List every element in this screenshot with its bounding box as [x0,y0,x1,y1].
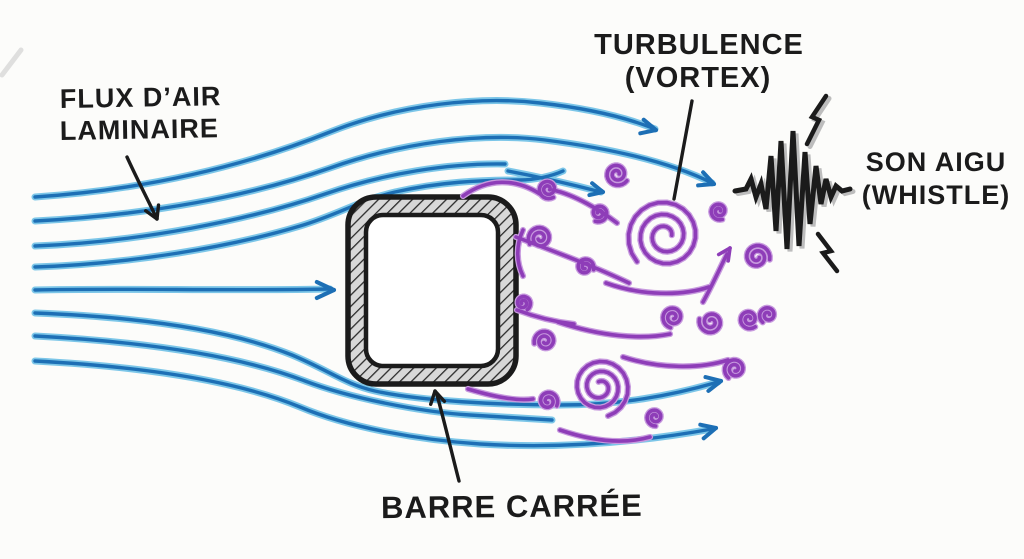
label-turbulence-line2: (VORTEX) [625,62,772,94]
arrowhead [706,379,723,393]
vortex-swirl [697,312,723,335]
vortex-swirl [745,243,772,268]
square-bar-inner-cavity [363,212,501,369]
arrowhead [698,422,718,430]
streamline [506,169,603,194]
arrowheads [144,117,732,441]
label-sound-line2: (WHISTLE) [862,180,1010,210]
vortex-swirl [461,180,542,198]
arrowhead [701,170,716,186]
corner-sketch-mark [0,47,24,78]
square-bar-pointer-arrow [435,393,461,483]
vortex-swirl [537,179,557,201]
arrowhead [701,426,718,441]
label-turbulence-line1: TURBULENCE [594,29,804,61]
vortex-swirl [466,387,535,402]
streamline [33,98,657,199]
arrowhead [590,181,605,194]
sound-waveform [732,93,856,274]
waveform-line [732,130,853,250]
vortex-swirl [604,281,711,296]
vortex-swirl [576,257,596,275]
streamline [33,334,554,422]
vortex-swirl [514,235,631,285]
vortex-swirl [621,355,730,369]
arrowhead [641,117,658,132]
labels: FLUX D’AIR LAMINAIRE TURBULENCE (VORTEX)… [60,29,1010,525]
arrowhead [314,288,336,300]
vortex-swirl [558,428,652,443]
vortex-swirl [526,225,551,248]
vortex-swirl [626,200,698,266]
vortex-swirl [722,358,745,380]
label-square-bar: BARRE CARRÉE [381,488,643,525]
annotation-arrows [125,99,694,483]
arrowhead [155,203,161,221]
turbulence-pointer-line [672,99,694,201]
arrowhead [703,375,723,383]
waveform-accent-top [804,93,829,147]
vortex-swirl [515,294,533,312]
vortex-swirl [551,188,619,225]
vortex-swirl [605,163,629,187]
vortex-swirl [738,309,757,331]
arrowhead [314,280,336,292]
vortex-swirl [709,202,727,222]
label-laminar-flow-line1: FLUX D’AIR [60,81,222,114]
streamline [33,287,332,292]
streamline [33,135,714,223]
arrowhead [696,182,716,188]
vortex-swirl [575,359,630,418]
arrowhead [638,128,658,136]
vortex-swirl [515,308,576,326]
vortex-swirl [538,390,560,409]
laminar-flow-pointer-arrow [125,155,157,217]
vortex-swirls [459,162,778,445]
label-sound-line1: SON AIGU [866,147,1007,177]
label-laminar-flow-line2: LAMINAIRE [60,113,219,146]
streamline [33,359,714,448]
arrowhead [716,246,732,257]
vortex-swirl [645,408,663,428]
vortex-swirl [532,329,556,351]
vortex-swirl [757,305,776,325]
vortex-swirl [556,320,672,339]
streamline [33,162,507,248]
vortex-swirl [515,228,525,278]
arrowhead [429,389,437,406]
arrowhead [144,209,159,221]
square-bar [345,194,519,387]
waveform-accent-bottom [815,231,840,274]
vortex-swirl [661,306,683,330]
vortex-swirl [701,252,729,304]
arrowhead [433,389,447,404]
